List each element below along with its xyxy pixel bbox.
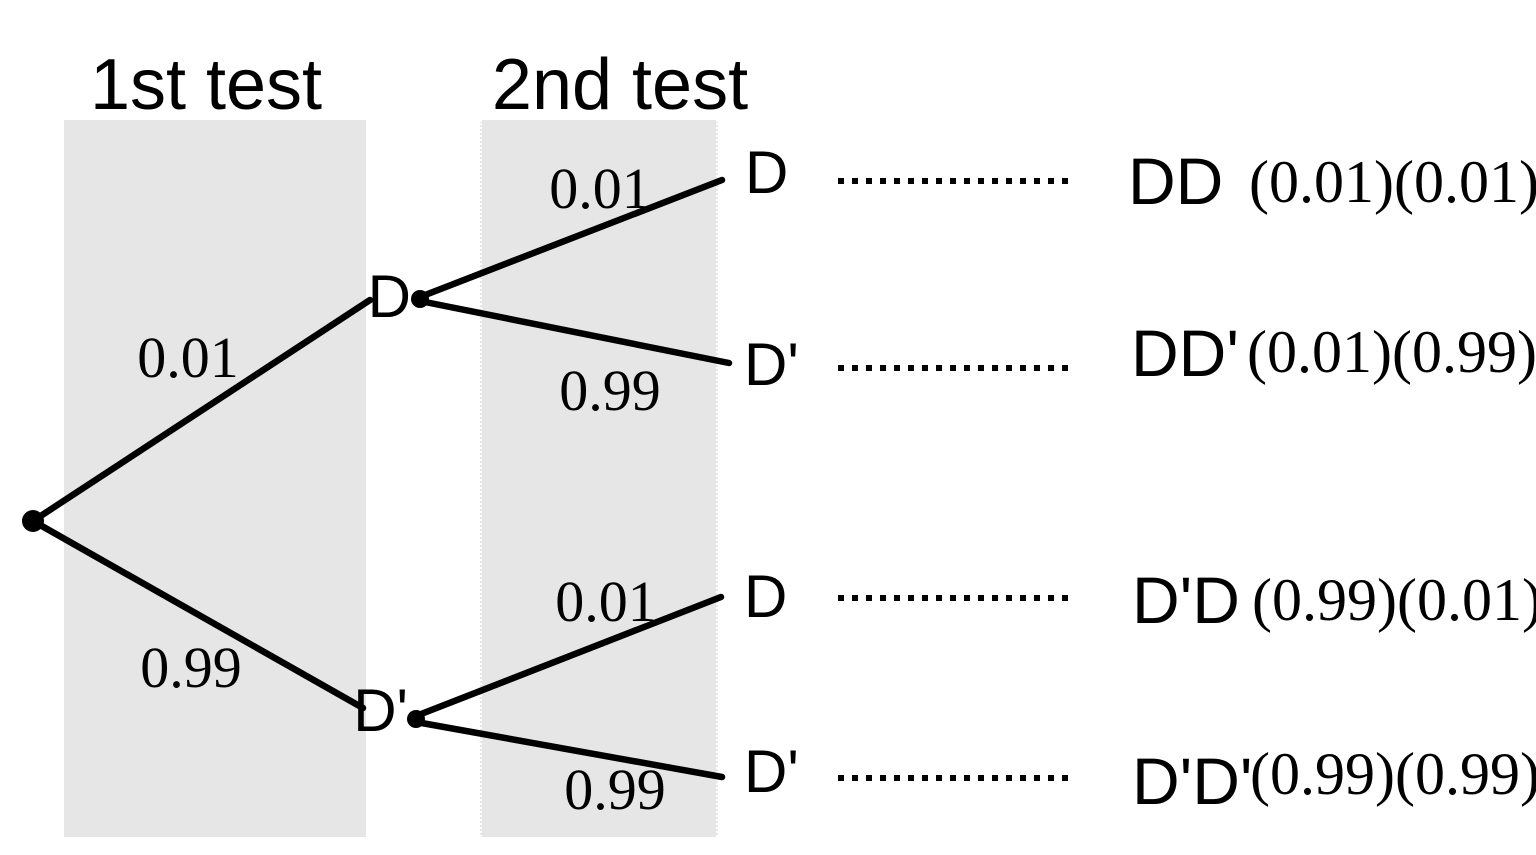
branch-D-to-Dprime [416, 297, 733, 367]
dotted-leader-row3 [838, 595, 1072, 601]
prob-label-first-D: 0.01 [137, 325, 239, 390]
prob-label-second-DD: 0.01 [549, 156, 651, 221]
leaf-label-row2: D' [744, 331, 799, 398]
outcome-combo-row2: DD' [1131, 316, 1239, 390]
outcome-combo-row4: D'D' [1132, 744, 1253, 818]
outcome-product-row3: (0.99)(0.01) [1252, 567, 1536, 633]
leaf-label-row3: D [744, 563, 788, 630]
outcome-combo-row3: D'D [1132, 563, 1240, 637]
branch-root-to-Dprime [29, 517, 367, 712]
second-test-header: 2nd test [491, 45, 749, 125]
branch-root-to-D [29, 296, 374, 525]
dotted-leader-row1 [838, 178, 1072, 184]
outcome-product-row4: (0.99)(0.99) [1250, 741, 1536, 807]
outcome-product-row1: (0.01)(0.01) [1249, 149, 1536, 215]
Dprime-node-dot [407, 710, 425, 728]
second-test-band [480, 120, 718, 837]
D-node-dot [411, 290, 429, 308]
first-test-header: 1st test [89, 45, 323, 125]
root-node-dot [22, 510, 44, 532]
prob-label-second-DprimeD: 0.01 [555, 569, 657, 634]
prob-label-first-Dprime: 0.99 [140, 635, 242, 700]
branch-D-to-D [416, 176, 726, 301]
dotted-leader-row4 [838, 775, 1072, 781]
outcome-product-row2: (0.01)(0.99) [1247, 319, 1536, 385]
leaf-label-row1: D [745, 139, 789, 206]
prob-label-second-DprimeDprime: 0.99 [564, 757, 666, 822]
leaf-label-row4: D' [744, 738, 799, 805]
dotted-leader-row2 [838, 365, 1072, 371]
node-label-D: D [367, 263, 411, 330]
first-test-band [64, 120, 366, 837]
branch-Dprime-to-Dprime [412, 718, 726, 781]
node-label-Dprime: D' [353, 677, 408, 744]
outcome-combo-row1: DD [1128, 144, 1224, 218]
prob-label-second-DDprime: 0.99 [559, 358, 661, 423]
branch-Dprime-to-D [412, 593, 725, 720]
